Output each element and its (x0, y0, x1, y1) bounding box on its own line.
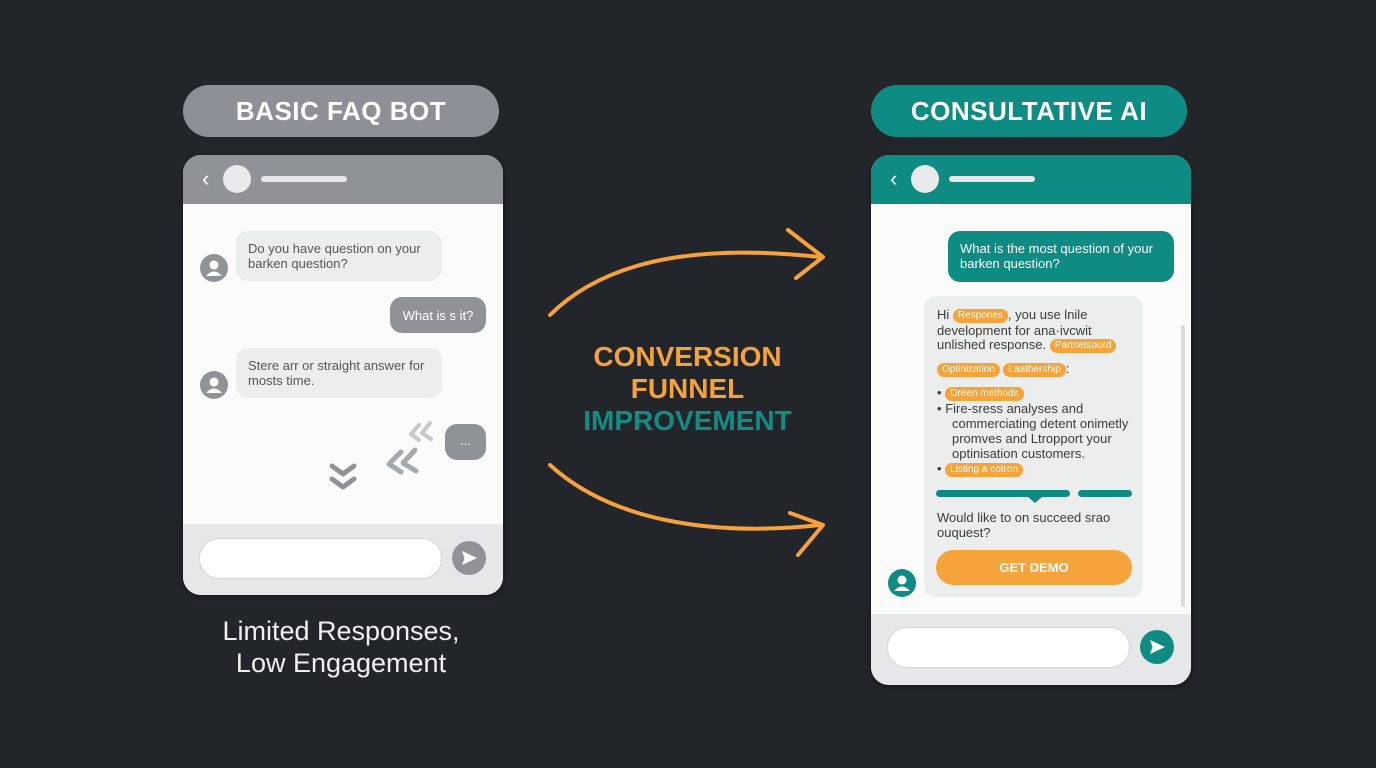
bullet-item: • Listing a cotron (937, 461, 1024, 477)
chat-input-bar (183, 524, 503, 595)
message-input[interactable] (887, 627, 1130, 668)
response-text: : (1065, 361, 1070, 376)
response-text: unlished response. (937, 337, 1047, 352)
response-line: Optinization Laathership: (937, 361, 1069, 377)
consultative-ai-title: CONSULTATIVE AI (871, 85, 1187, 137)
bot-message: Do you have question on your barken ques… (236, 231, 442, 281)
ai-avatar-icon (888, 569, 916, 597)
center-label-line3: IMPROVEMENT (583, 405, 792, 436)
bullet-icon: • (937, 461, 942, 476)
bullet-icon: • (937, 401, 942, 416)
bot-avatar-icon (200, 371, 228, 399)
bullet-text: optinisation customers. (952, 446, 1085, 461)
response-line: Hi Respones, you use lnile (937, 307, 1087, 323)
send-button[interactable] (452, 541, 486, 575)
contact-avatar (223, 165, 251, 193)
highlight-tag: Partsetsourd (1049, 338, 1117, 353)
decline-arrows-icon (329, 421, 433, 490)
question-text: ouquest? (937, 525, 991, 540)
bot-message: Stere arr or straight answer for mosts t… (236, 348, 442, 398)
bullet-item: • Dreen methods (937, 385, 1024, 401)
response-text: , you use lnile (1007, 307, 1088, 322)
contact-name-placeholder (949, 176, 1035, 182)
ai-response-card: Hi Respones, you use lnile development f… (924, 296, 1143, 597)
transition-arrows (548, 228, 825, 557)
highlight-tag: Dreen methods (945, 386, 1024, 401)
center-label-line1: CONVERSION (593, 341, 782, 372)
top-arrow-icon (548, 250, 822, 317)
message-input[interactable] (199, 538, 442, 579)
highlight-tag: Listing a cotron (945, 462, 1024, 477)
highlight-tag: Optinization (937, 362, 1000, 377)
send-icon (1150, 640, 1165, 654)
bullet-text: Fire-sress analyses and (945, 401, 1084, 416)
get-demo-button[interactable]: GET DEMO (936, 550, 1132, 585)
contact-avatar (911, 165, 939, 193)
response-text: Hi (937, 307, 950, 322)
scrollbar[interactable] (1181, 325, 1185, 607)
bullet-text: commerciating detent onimetly (952, 416, 1129, 431)
progress-bars (936, 490, 1132, 503)
bot-avatar-icon (200, 254, 228, 282)
consultative-ai-phone: ‹ What is the most question of your bark… (871, 155, 1191, 685)
basic-bot-caption: Limited Responses, Low Engagement (183, 615, 499, 679)
chat-header: ‹ (871, 155, 1191, 204)
back-arrow-icon[interactable]: ‹ (202, 166, 210, 191)
response-line: unlished response. Partsetsourd (937, 337, 1117, 353)
bottom-arrow-icon (548, 463, 822, 531)
typing-indicator: ... (445, 424, 486, 460)
send-button[interactable] (1140, 630, 1174, 664)
user-message: What is the most question of your barken… (948, 231, 1174, 282)
response-line: development for ana·ivcwit (937, 323, 1092, 338)
back-arrow-icon[interactable]: ‹ (890, 166, 898, 191)
question-text: Would like to on succeed srao (937, 510, 1111, 525)
basic-bot-phone: ‹ Do you have question on your barken qu… (183, 155, 503, 595)
bullet-icon: • (937, 385, 942, 400)
highlight-tag: Laathership (1003, 362, 1066, 377)
bullet-text: promves and Ltropport your (952, 431, 1112, 446)
user-message: What is s it? (390, 297, 486, 333)
contact-name-placeholder (261, 176, 347, 182)
caption-line: Limited Responses, (222, 616, 460, 646)
bullet-item: • Fire-sress analyses and (937, 401, 1083, 416)
center-label-line2: FUNNEL (630, 373, 745, 404)
chat-input-bar (871, 614, 1191, 685)
highlight-tag: Respones (952, 308, 1008, 323)
basic-faq-bot-title: BASIC FAQ BOT (183, 85, 499, 137)
caption-line: Low Engagement (235, 648, 447, 678)
send-icon (462, 551, 477, 565)
chat-header: ‹ (183, 155, 503, 204)
